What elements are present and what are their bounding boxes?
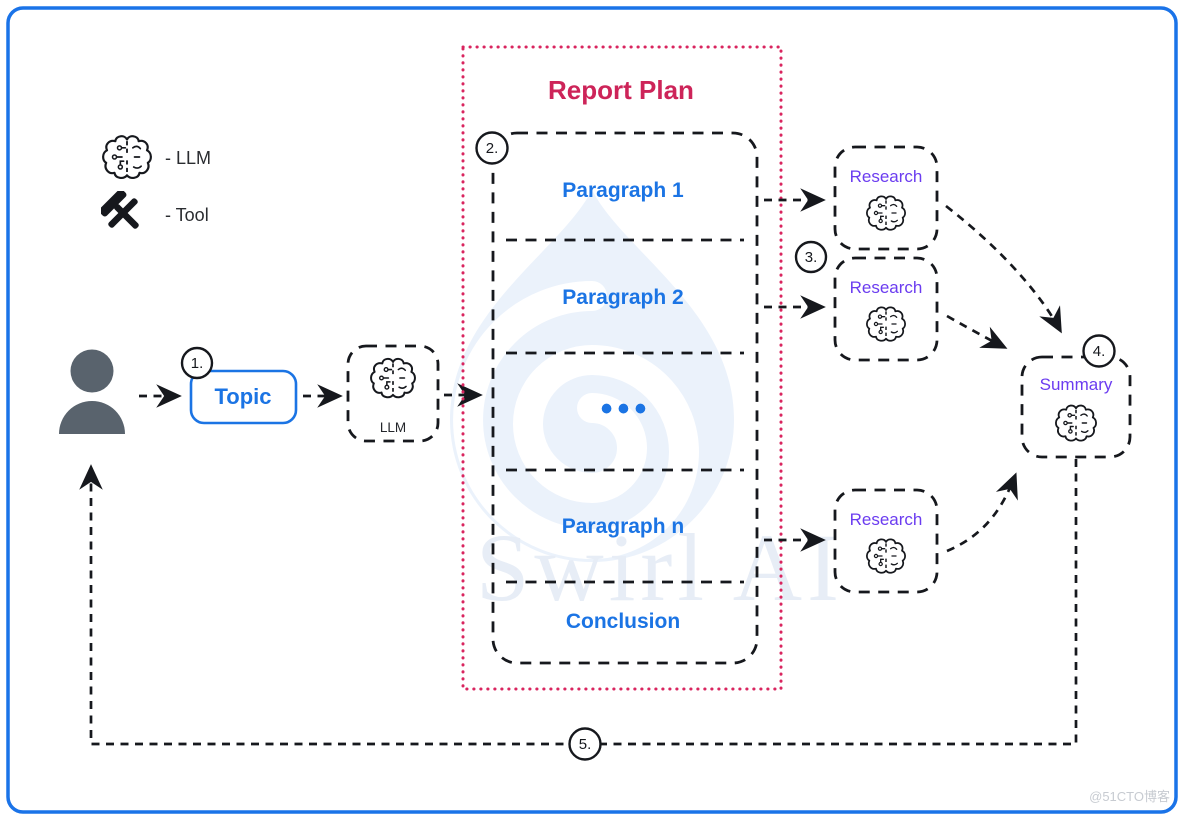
llm-node: LLM [346, 344, 440, 443]
arrow-research-2-to-summary [946, 314, 1008, 349]
summary-box [1020, 355, 1132, 459]
plan-row-paragraph-1: Paragraph 1 [562, 179, 684, 202]
summary-node: Summary 4. [1020, 334, 1132, 459]
topic-label: Topic [214, 384, 271, 409]
research-n-label: Research [850, 510, 923, 529]
user-shoulders [59, 401, 125, 434]
step-badge-5 [568, 727, 602, 761]
research-n-box [833, 488, 939, 594]
research-node-1: Research [833, 145, 939, 251]
step-5-number: 5. [579, 736, 592, 753]
legend-tool-label: - Tool [165, 205, 209, 225]
legend: - LLM - Tool [101, 135, 211, 235]
plan-row-conclusion: Conclusion [566, 610, 680, 633]
report-plan-title: Report Plan [548, 75, 694, 105]
swirl-spiral [453, 281, 699, 560]
summary-label: Summary [1040, 375, 1113, 394]
research-2-box [833, 256, 939, 362]
arrow-research-1-to-summary [945, 204, 1062, 334]
step-2-number: 2. [486, 140, 499, 157]
llm-node-label: LLM [380, 420, 406, 435]
llm-brain-icon [102, 135, 152, 180]
research-node-n: Research [833, 488, 939, 594]
plan-row-paragraph-n: Paragraph n [562, 515, 685, 538]
research-node-2: Research [833, 256, 939, 362]
plan-row-ellipsis: ••• [601, 390, 652, 428]
legend-llm-label: - LLM [165, 148, 211, 168]
step-badge-2 [475, 131, 509, 165]
report-plan: Report Plan Paragraph 1 Paragraph 2 ••• … [461, 45, 783, 691]
research-2-label: Research [850, 278, 923, 297]
arrow-research-n-to-summary [946, 472, 1018, 553]
arrow-summary-to-user-loop [79, 459, 1078, 746]
step-badge-4 [1082, 334, 1116, 368]
topic-node [189, 369, 298, 425]
research-n-brain-icon [866, 538, 906, 574]
report-plan-border [461, 45, 783, 691]
user-head [70, 349, 114, 393]
step-1-number: 1. [191, 355, 204, 372]
research-1-brain-icon [866, 195, 906, 231]
credit-watermark: @51CTO博客 [1089, 789, 1170, 804]
brand-watermark-text: Swirl AI [476, 514, 844, 621]
research-1-box [833, 145, 939, 251]
plan-list-box [491, 131, 759, 665]
llm-brain-icon [370, 357, 416, 399]
user-icon [59, 349, 125, 434]
step-badge-3 [794, 240, 828, 274]
step-3-number: 3. [805, 249, 818, 266]
step-badge-1 [180, 346, 214, 380]
llm-node-box [346, 344, 440, 443]
summary-brain-icon [1055, 404, 1097, 442]
step-4-number: 4. [1093, 343, 1106, 360]
research-2-brain-icon [866, 306, 906, 342]
plan-row-paragraph-2: Paragraph 2 [562, 286, 683, 309]
research-1-label: Research [850, 167, 923, 186]
